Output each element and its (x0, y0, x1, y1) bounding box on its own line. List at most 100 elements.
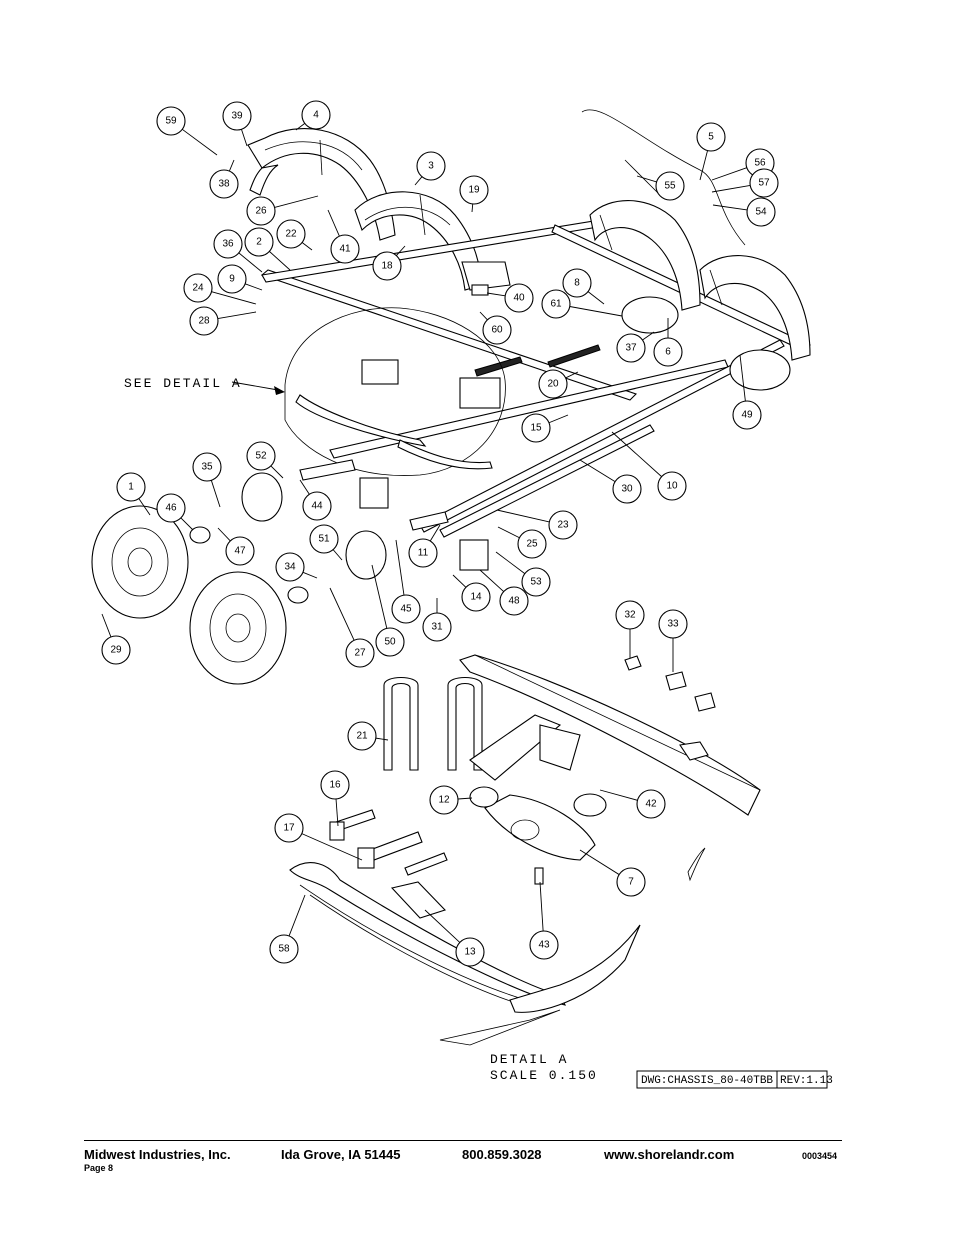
callout-leader-14 (452, 574, 467, 588)
callout-15: 15 (521, 413, 551, 443)
callout-circle (461, 582, 491, 612)
callout-leader-23 (496, 509, 550, 523)
front-wheel-set (91, 459, 489, 685)
callout-22: 22 (276, 219, 306, 249)
callout-14: 14 (461, 582, 491, 612)
callout-leader-53 (495, 551, 526, 574)
callout-number: 29 (110, 645, 122, 656)
callout-circle (521, 567, 551, 597)
fender-pair-right (589, 200, 811, 391)
detail-title: DETAIL A (490, 1052, 568, 1067)
callout-leader-38 (228, 159, 235, 172)
callout-leader-48 (479, 569, 504, 592)
callout-number: 44 (311, 501, 323, 512)
callout-18: 18 (372, 251, 402, 281)
callout-25: 25 (517, 529, 547, 559)
callout-circle (653, 337, 683, 367)
callout-circle (521, 413, 551, 443)
callout-circle (183, 273, 213, 303)
callout-leader-36 (238, 252, 263, 273)
callout-leader-43 (539, 881, 544, 932)
callout-number: 9 (229, 274, 235, 285)
callout-circle (459, 175, 489, 205)
callout-circle (416, 151, 446, 181)
callout-39: 39 (222, 101, 252, 131)
callout-circle (455, 937, 485, 967)
callout-20: 20 (538, 369, 568, 399)
callout-16: 16 (320, 770, 350, 800)
callout-leader-39 (241, 129, 248, 147)
callout-19: 19 (459, 175, 489, 205)
callout-9: 9 (217, 264, 247, 294)
callout-circle (101, 635, 131, 665)
callout-circle (302, 491, 332, 521)
callout-number: 56 (754, 158, 766, 169)
footer-rule (84, 1140, 842, 1141)
callout-number: 59 (165, 116, 177, 127)
detail-a-drawing (289, 654, 761, 1046)
callout-number: 60 (491, 325, 503, 336)
callout-circle (429, 785, 459, 815)
callout-leader-18 (396, 245, 406, 256)
callout-number: 1 (128, 482, 134, 493)
callout-61: 61 (541, 289, 571, 319)
callout-leader-50 (371, 564, 388, 629)
callout-number: 33 (667, 619, 679, 630)
callout-leader-17 (301, 833, 363, 861)
detail-scale: SCALE 0.150 (490, 1068, 598, 1083)
callout-circle (636, 789, 666, 819)
callout-leader-20 (565, 371, 579, 379)
callout-number: 32 (624, 610, 636, 621)
callout-circle (422, 612, 452, 642)
callout-45: 45 (391, 594, 421, 624)
callout-number: 50 (384, 637, 396, 648)
callout-30: 30 (612, 474, 642, 504)
callout-leader-16 (335, 798, 339, 827)
callout-leader-29 (101, 613, 112, 638)
callout-circle (616, 867, 646, 897)
callout-leader-4 (295, 123, 306, 131)
callout-leader-42 (599, 789, 638, 801)
callout-number: 52 (255, 451, 267, 462)
callout-circle (213, 229, 243, 259)
callout-number: 23 (557, 520, 569, 531)
callout-leader-2 (269, 251, 291, 271)
callout-circle (499, 586, 529, 616)
callout-leader-30 (579, 459, 616, 483)
callout-leader-27 (329, 587, 355, 641)
callout-number: 16 (329, 780, 341, 791)
callout-3: 3 (416, 151, 446, 181)
callout-number: 42 (645, 799, 657, 810)
callout-circle (320, 770, 350, 800)
callout-leader-45 (395, 539, 405, 596)
callout-circle (391, 594, 421, 624)
callout-32: 32 (615, 600, 645, 630)
callout-circle (222, 101, 252, 131)
callout-leader-46 (180, 517, 194, 531)
revision: REV:1.13 (780, 1075, 833, 1087)
callout-circle (615, 600, 645, 630)
callout-4: 4 (301, 100, 331, 130)
callout-leader-21 (375, 737, 389, 741)
callout-number: 61 (550, 299, 562, 310)
callout-34: 34 (275, 552, 305, 582)
callout-28: 28 (189, 306, 219, 336)
callout-leader-35 (210, 480, 221, 508)
callout-number: 39 (231, 111, 243, 122)
callout-circle (538, 369, 568, 399)
drawing-title-box: DWG:CHASSIS_80-40TBB REV:1.13 (636, 1070, 833, 1089)
callout-57: 57 (749, 168, 779, 198)
callout-circle (746, 197, 776, 227)
callout-leader-26 (274, 195, 319, 208)
callout-number: 31 (431, 622, 443, 633)
callout-leader-54 (712, 204, 748, 211)
callout-leader-56 (711, 167, 747, 181)
callout-circle (276, 219, 306, 249)
callout-24: 24 (183, 273, 213, 303)
callout-leader-59 (181, 128, 218, 156)
callout-number: 30 (621, 484, 633, 495)
callout-1: 1 (116, 472, 146, 502)
callout-circle (269, 934, 299, 964)
callout-circle (548, 510, 578, 540)
callout-number: 37 (625, 343, 637, 354)
